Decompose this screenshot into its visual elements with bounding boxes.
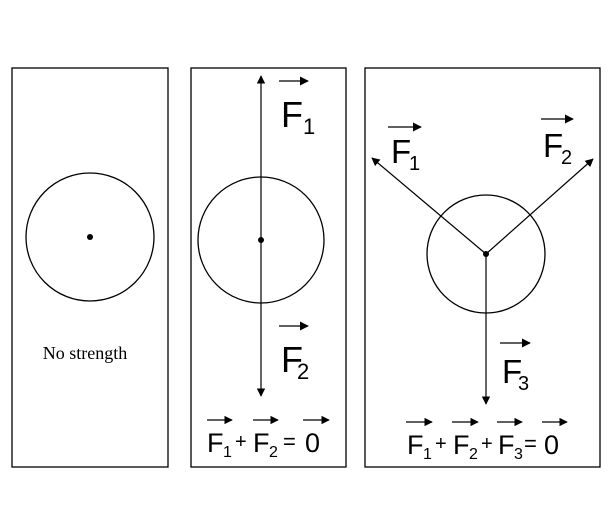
- eq-plus: +: [235, 431, 247, 453]
- force-subscript: 2: [561, 147, 572, 169]
- eq-equals: =: [524, 431, 537, 456]
- eq-term-subscript: 2: [469, 446, 478, 463]
- eq-plus: +: [481, 433, 493, 455]
- panel-2-center-dot: [258, 237, 264, 243]
- force-letter: F: [281, 339, 303, 380]
- panel-3-force-2-arrow: [485, 158, 594, 255]
- eq-term-letter: F: [253, 428, 270, 458]
- eq-zero-vector: 0: [544, 430, 559, 460]
- force-letter: F: [391, 133, 411, 170]
- panel-2-force-2-label: F 2: [279, 321, 309, 384]
- panel-1-center-dot: [87, 234, 93, 240]
- panel-three-forces: F 1 F 2 F 3 F 1 + F 2 + F 3 =: [364, 67, 601, 468]
- panel-2-equation: F 1 + F 2 = 0: [207, 415, 330, 461]
- eq-term-letter: F: [407, 430, 424, 460]
- force-letter: F: [543, 127, 563, 164]
- eq-term-letter: F: [453, 430, 470, 460]
- eq-term-subscript: 1: [423, 446, 432, 463]
- eq-zero-vector: 0: [305, 428, 320, 458]
- panel-1-frame: [11, 67, 169, 468]
- panel-two-forces: F 1 F 2 F 1 + F 2 = 0: [190, 67, 347, 468]
- eq-equals: =: [283, 429, 296, 454]
- force-subscript: 3: [518, 373, 529, 395]
- panel-3-force-1-arrow: [371, 157, 487, 255]
- panel-3-equation: F 1 + F 2 + F 3 = 0: [406, 417, 568, 463]
- eq-term-subscript: 3: [514, 446, 523, 463]
- eq-term-subscript: 2: [269, 444, 278, 461]
- panel-3-frame: [364, 67, 601, 468]
- panel-3-force-1-label: F 1: [388, 122, 422, 175]
- force-letter: F: [281, 94, 303, 135]
- panel-3-force-3-label: F 3: [500, 338, 531, 395]
- panel-1-caption: No strength: [43, 343, 128, 363]
- force-subscript: 1: [409, 153, 420, 175]
- panel-2-frame: [190, 67, 347, 468]
- eq-term-letter: F: [498, 430, 515, 460]
- eq-term-subscript: 1: [223, 444, 232, 461]
- eq-plus: +: [435, 433, 447, 455]
- force-letter: F: [502, 353, 522, 390]
- force-subscript: 1: [303, 114, 315, 139]
- panel-3-center-dot: [483, 251, 489, 257]
- panel-2-force-1-label: F 1: [279, 76, 315, 139]
- panel-1-body: [25, 172, 155, 302]
- eq-term-letter: F: [207, 428, 224, 458]
- force-subscript: 2: [297, 359, 309, 384]
- panel-no-force: No strength: [11, 67, 169, 468]
- panel-3-force-2-label: F 2: [541, 114, 574, 169]
